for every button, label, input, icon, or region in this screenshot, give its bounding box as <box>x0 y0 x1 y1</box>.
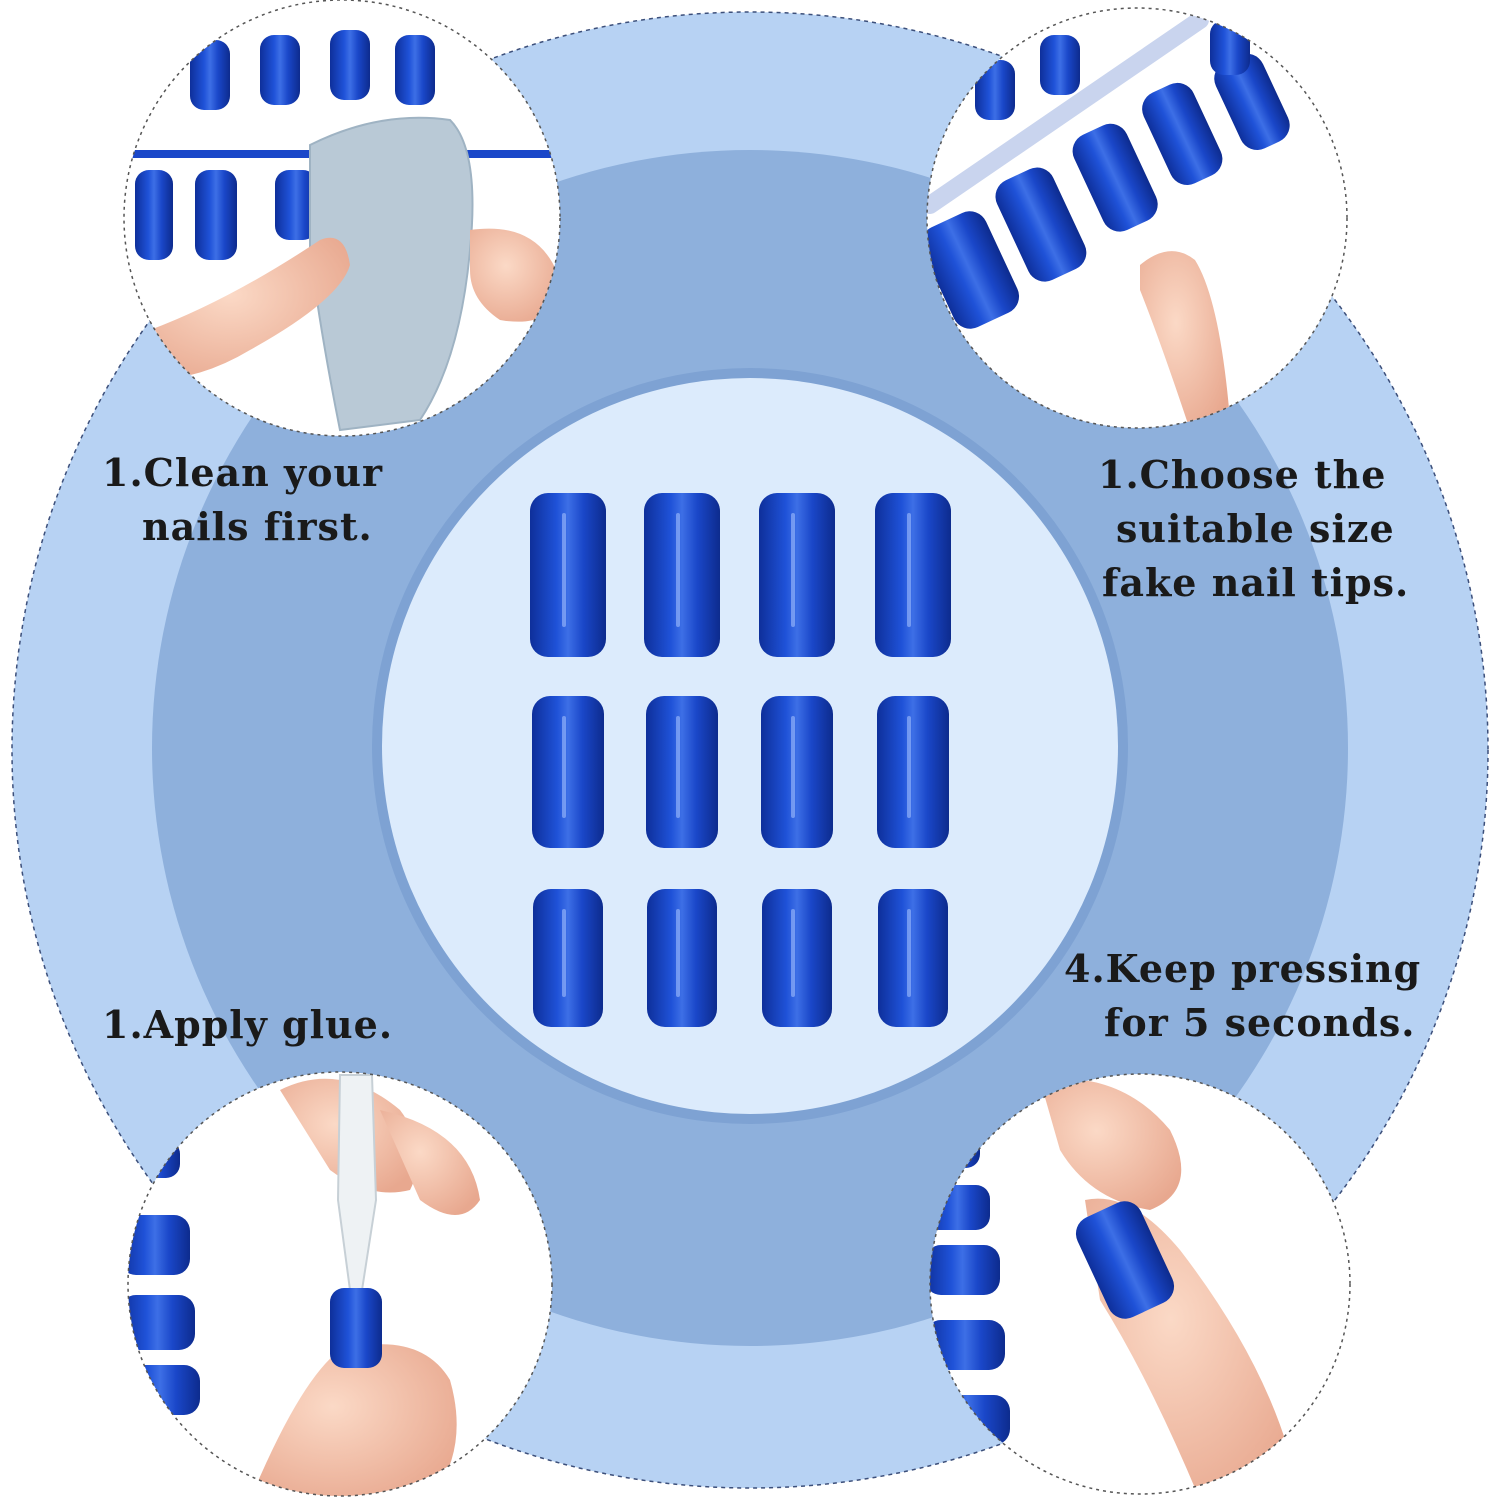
press-on-nail-icon <box>644 493 720 657</box>
step-4-photo <box>929 1073 1351 1495</box>
nail-highlight <box>562 909 566 997</box>
step-4-line-1: 4.Keep pressing <box>1064 946 1422 991</box>
nail-highlight <box>676 513 680 627</box>
step-4-label: 4.Keep pressing for 5 seconds. <box>1064 942 1421 1050</box>
center-disc <box>382 378 1118 1114</box>
step-3-line-1: 1.Apply glue. <box>102 1002 394 1047</box>
step-2-line-2: suitable size <box>1116 506 1395 551</box>
nail-highlight <box>791 513 795 627</box>
press-on-nail-icon <box>330 1288 382 1368</box>
press-on-nail-icon <box>647 889 717 1027</box>
nail-highlight <box>907 513 911 627</box>
nail-highlight <box>562 716 566 818</box>
step-2-line-3: fake nail tips. <box>1102 560 1410 605</box>
step-3-label: 1.Apply glue. <box>102 998 393 1052</box>
press-on-nail-icon <box>1075 1201 1175 1319</box>
nail-highlight <box>907 716 911 818</box>
press-on-nail-icon <box>875 493 951 657</box>
press-on-nail-icon <box>530 493 606 657</box>
nail-tray-icon <box>927 20 1290 329</box>
nail-highlight <box>907 909 911 997</box>
nail-highlight <box>676 716 680 818</box>
nail-highlight <box>791 716 795 818</box>
nail-tray-icon <box>135 30 435 260</box>
step-1-line-2: nails first. <box>142 504 373 549</box>
nail-highlight <box>562 513 566 627</box>
step-1-photo <box>123 0 561 437</box>
step-2-line-1: 1.Choose the <box>1098 452 1387 497</box>
press-on-nail-icon <box>762 889 832 1027</box>
finger-icon <box>150 228 560 380</box>
buffer-cloth-icon <box>309 116 474 432</box>
nail-highlight <box>676 909 680 997</box>
press-on-nail-icon <box>759 493 835 657</box>
nail-highlight <box>791 909 795 997</box>
step-2-label: 1.Choose the suitable size fake nail tip… <box>1098 448 1409 610</box>
step-4-line-2: for 5 seconds. <box>1104 1000 1416 1045</box>
step-1-line-1: 1.Clean your <box>102 450 384 495</box>
press-on-nail-icon <box>877 696 949 848</box>
press-on-nail-icon <box>533 889 603 1027</box>
nail-grid <box>530 493 951 1027</box>
press-on-nail-icon <box>646 696 718 848</box>
finger-icon <box>1140 251 1230 428</box>
step-2-photo <box>926 7 1348 429</box>
press-on-nail-icon <box>878 889 948 1027</box>
press-on-nail-icon <box>532 696 604 848</box>
press-on-nail-icon <box>761 696 833 848</box>
step-1-label: 1.Clean your nails first. <box>102 446 383 554</box>
